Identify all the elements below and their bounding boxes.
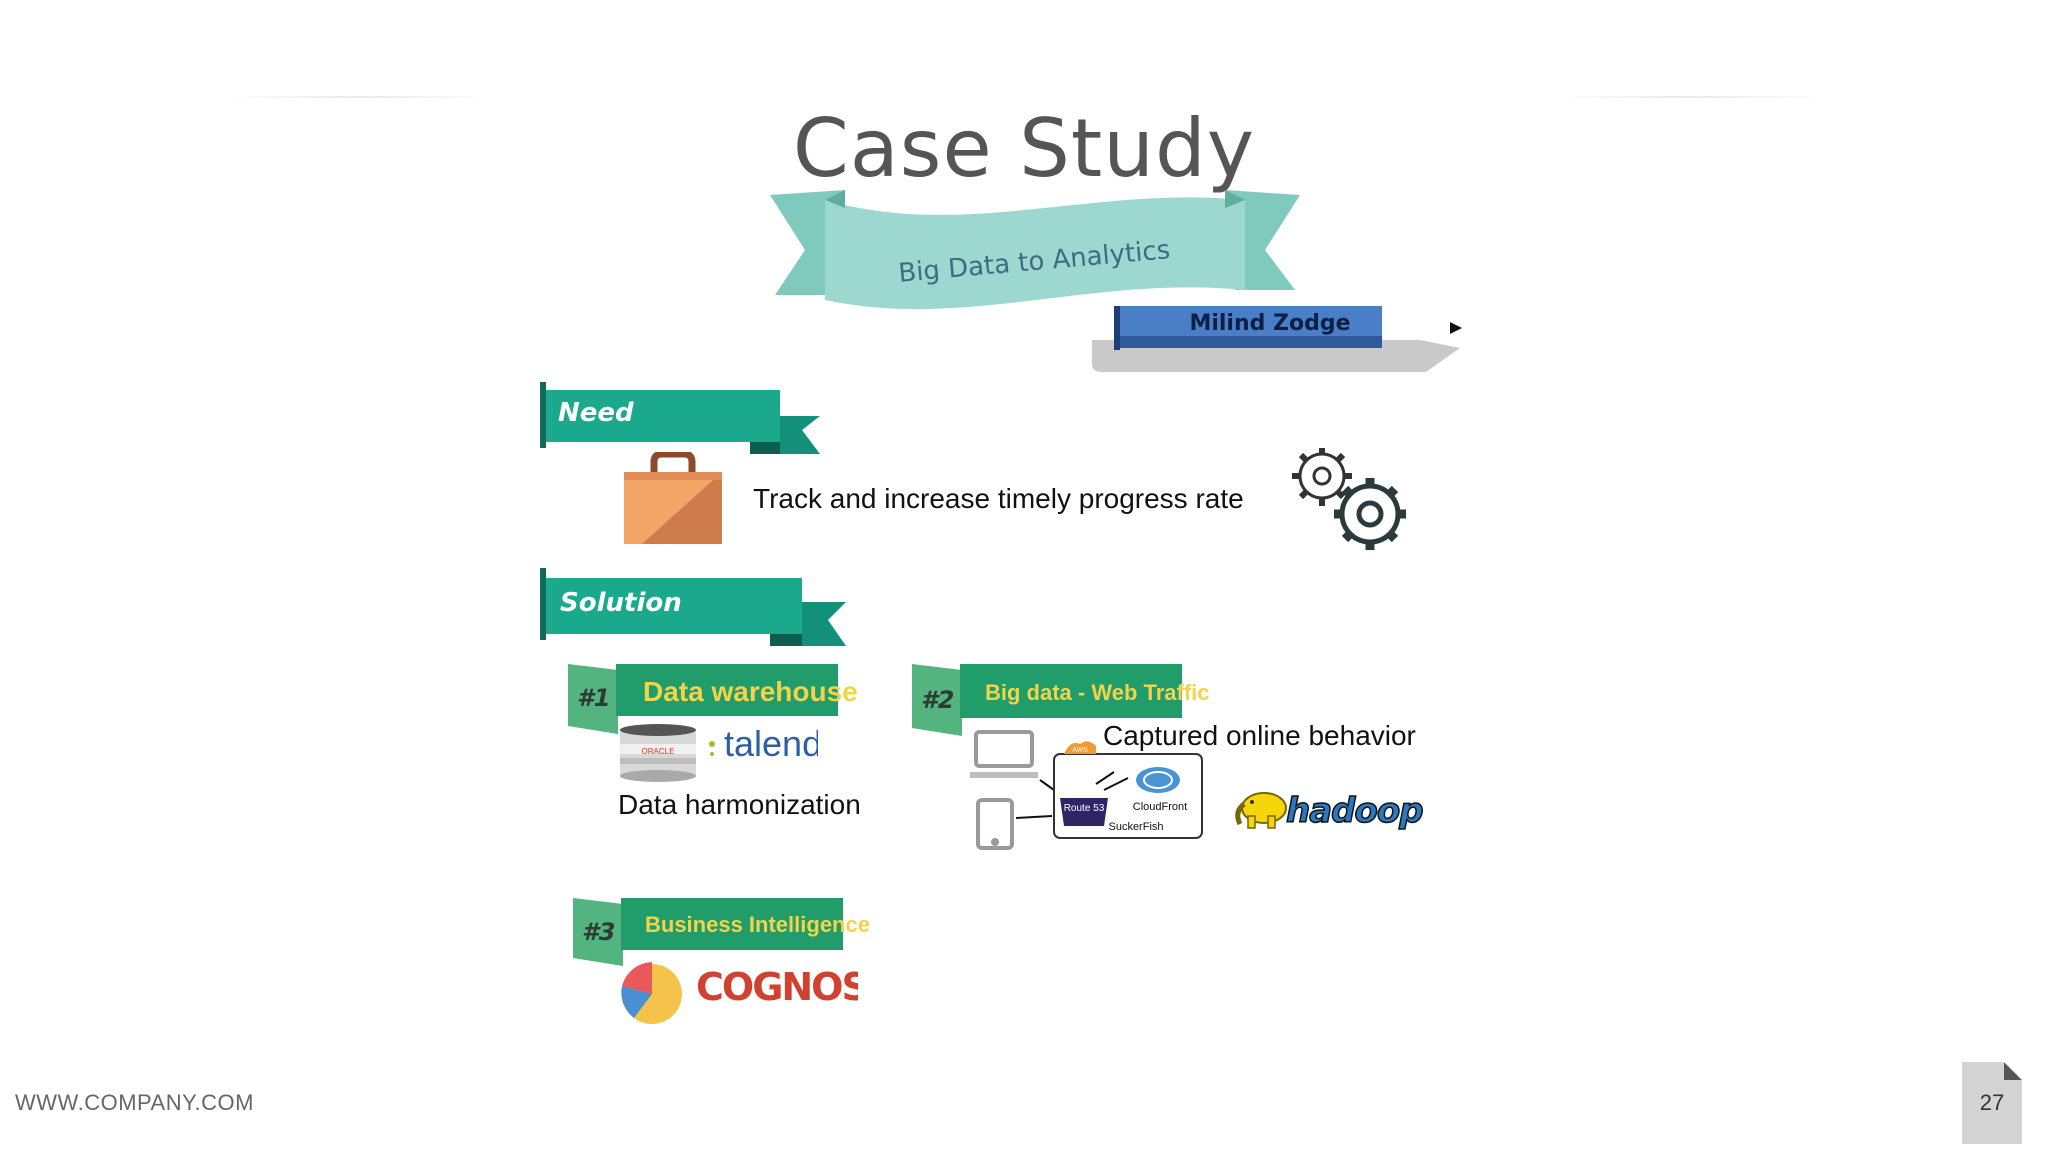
section3-number: #3 (582, 918, 616, 946)
section1-number: #1 (577, 684, 611, 712)
section2-caption: Captured online behavior (1103, 720, 1416, 751)
elephant-icon (1235, 792, 1287, 829)
cognos-logo: COGNOS (696, 965, 858, 1009)
section1-heading: Data warehouse (643, 676, 858, 707)
route53-label: Route 53 (1064, 803, 1105, 814)
section1-caption: Data harmonization (618, 789, 861, 820)
solution-banner-shape (540, 568, 846, 646)
cognos-logo-text: COGNOS (696, 965, 858, 1009)
cloudfront-label: CloudFront (1133, 801, 1187, 813)
oracle-logo-text: ORACLE (642, 747, 675, 756)
need-banner-shape (540, 382, 820, 454)
talend-logo: talend (709, 723, 818, 764)
footer-url: WWW.COMPANY.COM (15, 1090, 254, 1115)
section2-number: #2 (921, 686, 955, 714)
section2-header-shape (912, 664, 1182, 736)
section3-header-shape (573, 898, 843, 966)
page-number: 27 (1979, 1090, 2005, 1115)
top-right-rule (1555, 96, 1825, 98)
aws-label: AWS (1072, 747, 1088, 754)
tablet-icon (976, 798, 1014, 850)
subtitle-ribbon: Big Data to Analytics (770, 190, 1300, 310)
web-traffic-diagram: AWS CloudFront Route 53 SuckerFish (970, 730, 1203, 850)
desktop-icon (970, 730, 1038, 778)
talend-logo-text: talend (724, 723, 818, 764)
author-tag: Milind Zodge (1092, 306, 1462, 372)
suckerfish-label: SuckerFish (1108, 821, 1163, 833)
gears-icon (1292, 448, 1406, 550)
need-text: Track and increase timely progress rate (753, 483, 1244, 514)
author-name: Milind Zodge (1189, 311, 1350, 336)
hadoop-logo-text: hadoop (1286, 791, 1423, 831)
page-corner-fold (2004, 1062, 2022, 1080)
slide-title: Case Study (792, 102, 1256, 195)
briefcase-icon (624, 452, 722, 544)
top-left-rule (225, 96, 495, 98)
section2-heading: Big data - Web Traffic (985, 680, 1210, 705)
section1-header-shape (568, 664, 838, 734)
need-label: Need (558, 398, 634, 428)
hadoop-logo: hadoop (1235, 790, 1425, 832)
database-icon: ORACLE (620, 724, 696, 782)
pie-chart-icon (621, 962, 682, 1024)
section3-heading: Business Intelligence (645, 912, 870, 937)
solution-label: Solution (560, 588, 682, 618)
